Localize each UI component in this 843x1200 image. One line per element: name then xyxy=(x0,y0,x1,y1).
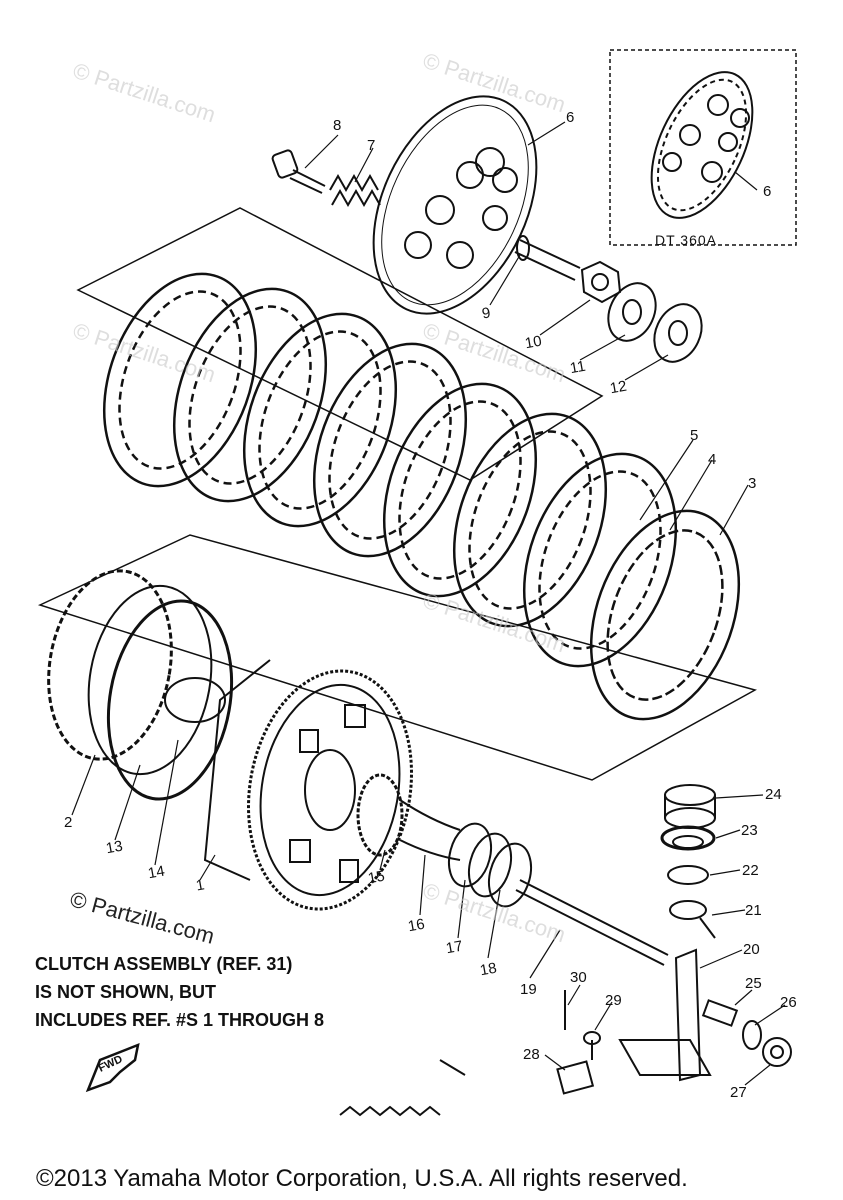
clutch-plate-stack xyxy=(102,272,741,721)
callout-12: 12 xyxy=(608,377,629,398)
push-rod-long xyxy=(515,879,669,966)
callout-29: 29 xyxy=(605,992,622,1009)
note-line: CLUTCH ASSEMBLY (REF. 31) xyxy=(35,954,293,974)
lock-nut xyxy=(580,260,622,304)
note-line: IS NOT SHOWN, BUT xyxy=(35,982,216,1002)
push-rod-short xyxy=(514,235,581,281)
callout-7: 7 xyxy=(367,137,376,154)
inset-box xyxy=(609,49,797,246)
bolt xyxy=(271,149,326,194)
callout-14: 14 xyxy=(146,862,167,883)
plate-28 xyxy=(556,1060,595,1095)
callout-26: 26 xyxy=(780,994,797,1011)
spring xyxy=(329,173,381,208)
kick-gear xyxy=(356,773,404,857)
callout-6-inset: 6 xyxy=(763,183,772,200)
callout-21: 21 xyxy=(745,902,762,919)
fwd-arrow-icon xyxy=(85,1042,140,1093)
spring-21 xyxy=(669,900,716,939)
copyright-footer: ©2013 Yamaha Motor Corporation, U.S.A. A… xyxy=(36,1165,688,1192)
nut-27 xyxy=(762,1037,792,1067)
callout-30: 30 xyxy=(570,969,587,986)
callout-11: 11 xyxy=(568,357,587,378)
washer-26 xyxy=(742,1020,762,1050)
inset-model-label: DT 360A xyxy=(655,232,717,248)
inset-pressure-plate xyxy=(650,71,754,219)
o-ring xyxy=(106,599,234,801)
callout-4: 4 xyxy=(708,451,717,468)
callout-28: 28 xyxy=(523,1046,540,1063)
pressure-plate xyxy=(372,95,538,315)
callout-16: 16 xyxy=(406,915,427,936)
oil-seal xyxy=(664,784,716,829)
bolt-29 xyxy=(583,1031,601,1060)
callout-24: 24 xyxy=(765,786,782,803)
callout-13: 13 xyxy=(104,837,125,858)
bearing xyxy=(660,825,716,851)
hub-group-outline xyxy=(37,534,757,781)
lock-washer xyxy=(607,282,657,342)
callout-8: 8 xyxy=(333,117,342,134)
callout-6: 6 xyxy=(566,109,575,126)
callout-2: 2 xyxy=(64,814,73,831)
callout-15: 15 xyxy=(366,867,387,888)
callout-22: 22 xyxy=(742,862,759,879)
callout-19: 19 xyxy=(520,981,537,998)
washer xyxy=(653,303,703,363)
leader-lines xyxy=(71,121,786,1086)
kick-shaft xyxy=(399,799,461,861)
callout-17: 17 xyxy=(444,937,465,958)
adjusting-screw xyxy=(701,999,739,1027)
callout-5: 5 xyxy=(690,427,699,444)
callout-18: 18 xyxy=(478,959,499,980)
plates-group-outline xyxy=(76,207,604,481)
clutch-housing xyxy=(203,659,413,911)
washer-22 xyxy=(667,865,709,885)
clutch-boss xyxy=(47,569,226,776)
callout-20: 20 xyxy=(743,941,760,958)
callout-27: 27 xyxy=(730,1084,747,1101)
callout-3: 3 xyxy=(748,475,757,492)
assembly-note: CLUTCH ASSEMBLY (REF. 31) IS NOT SHOWN, … xyxy=(35,950,324,1034)
callout-23: 23 xyxy=(741,822,758,839)
push-lever-shaft xyxy=(618,948,712,1082)
note-line: INCLUDES REF. #S 1 THROUGH 8 xyxy=(35,1010,325,1030)
kick-washer-17 xyxy=(467,832,513,898)
callout-10: 10 xyxy=(523,332,544,353)
callout-25: 25 xyxy=(745,975,762,992)
kick-washer-16 xyxy=(447,822,493,888)
kick-washer-18 xyxy=(487,842,533,908)
clutch-cable-spring xyxy=(339,1059,466,1117)
